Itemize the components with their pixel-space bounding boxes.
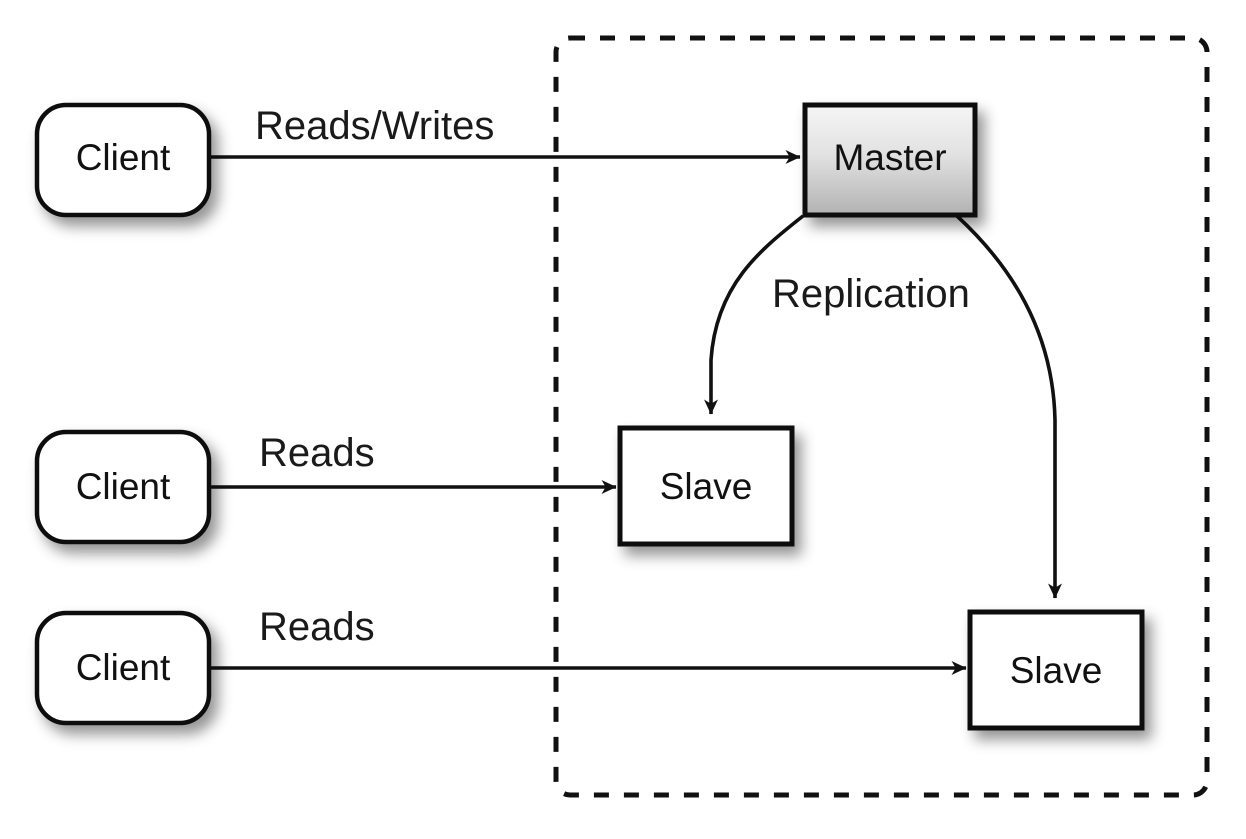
client-2-label: Client <box>76 466 171 507</box>
client-1-label: Client <box>76 137 171 178</box>
edge-master-slave2 <box>955 214 1062 599</box>
node-client-3[interactable]: Client <box>34 610 212 726</box>
database-cluster-boundary <box>553 35 1210 798</box>
slave-2-shape <box>967 609 1145 731</box>
node-client-1[interactable]: Client <box>34 102 212 218</box>
edge-label-reads-2: Reads <box>259 605 375 649</box>
node-slave-1[interactable]: Slave <box>617 425 795 547</box>
slave-1-label: Slave <box>660 466 753 507</box>
node-master[interactable]: Master <box>802 102 978 218</box>
client-3-shape <box>34 610 212 726</box>
client-1-shape <box>34 102 212 218</box>
slave-1-shape <box>617 425 795 547</box>
slave-2-label: Slave <box>1010 650 1103 691</box>
edge-label-reads-1: Reads <box>259 431 375 475</box>
master-shape <box>802 102 978 218</box>
edge-label-replication: Replication <box>772 272 970 316</box>
edge-label-reads-writes: Reads/Writes <box>255 104 494 148</box>
client-3-label: Client <box>76 647 171 688</box>
node-client-2[interactable]: Client <box>34 429 212 545</box>
master-label: Master <box>833 137 946 178</box>
node-slave-2[interactable]: Slave <box>967 609 1145 731</box>
client-2-shape <box>34 429 212 545</box>
edge-master-slave1 <box>704 214 805 415</box>
